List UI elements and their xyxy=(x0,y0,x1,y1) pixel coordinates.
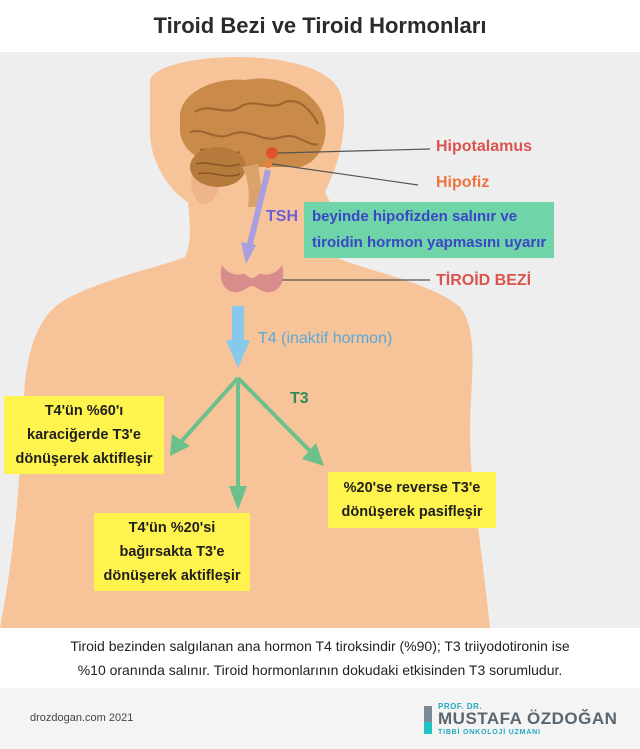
box-line: bağırsakta T3'e xyxy=(119,544,225,560)
tsh-description-line: tiroidin hormon yapmasını uyarır xyxy=(312,234,547,251)
liver-conversion-box: T4'ün %60'ı karaciğerde T3'e dönüşerek a… xyxy=(4,396,164,474)
logo-mark-icon xyxy=(424,706,432,734)
footnote-line: Tiroid bezinden salgılanan ana hormon T4… xyxy=(70,638,570,654)
box-line: %20'se reverse T3'e xyxy=(343,480,481,496)
box-line: dönüşerek aktifleşir xyxy=(103,568,241,584)
box-line: karaciğerde T3'e xyxy=(27,427,141,443)
brain-stem xyxy=(242,164,262,207)
brand-subtitle: TIBBİ ONKOLOJİ UZMANI xyxy=(438,729,541,736)
box-line: dönüşerek pasifleşir xyxy=(341,504,483,520)
diagram-stage: Hipotalamus Hipofiz TSH beyinde hipofizd… xyxy=(0,52,640,628)
brand-title: PROF. DR. xyxy=(438,702,483,711)
brand-name: MUSTAFA ÖZDOĞAN xyxy=(438,709,618,728)
thyroid-gland xyxy=(220,265,284,293)
label-hipofiz: Hipofiz xyxy=(436,174,490,191)
brand-logo: PROF. DR. MUSTAFA ÖZDOĞAN TIBBİ ONKOLOJİ… xyxy=(424,702,624,738)
cerebellum xyxy=(190,147,246,187)
hypothalamus-dot xyxy=(266,147,278,159)
reverse-t3-box: %20'se reverse T3'e dönüşerek pasifleşir xyxy=(328,472,496,528)
intestine-conversion-box: T4'ün %20'si bağırsakta T3'e dönüşerek a… xyxy=(94,513,250,591)
site-credit: drozdogan.com 2021 xyxy=(30,712,134,724)
label-hipotalamus: Hipotalamus xyxy=(436,138,533,155)
label-t4: T4 (inaktif hormon) xyxy=(258,330,393,347)
tsh-description-line: beyinde hipofizden salınır ve xyxy=(312,208,518,225)
box-line: dönüşerek aktifleşir xyxy=(15,451,153,467)
pituitary-dot xyxy=(264,160,272,168)
label-t3: T3 xyxy=(290,390,309,407)
box-line: T4'ün %20'si xyxy=(128,520,216,536)
label-tsh: TSH xyxy=(266,208,298,225)
footnote-line: %10 oranında salınır. Tiroid hormonların… xyxy=(77,662,563,678)
label-tiroid-bezi: TİROİD BEZİ xyxy=(436,272,532,289)
tsh-description-box: beyinde hipofizden salınır ve tiroidin h… xyxy=(304,202,555,258)
box-line: T4'ün %60'ı xyxy=(44,403,124,419)
footer: drozdogan.com 2021 PROF. DR. MUSTAFA ÖZD… xyxy=(0,688,640,749)
footnote: Tiroid bezinden salgılanan ana hormon T4… xyxy=(0,628,640,688)
page-title: Tiroid Bezi ve Tiroid Hormonları xyxy=(153,13,487,38)
